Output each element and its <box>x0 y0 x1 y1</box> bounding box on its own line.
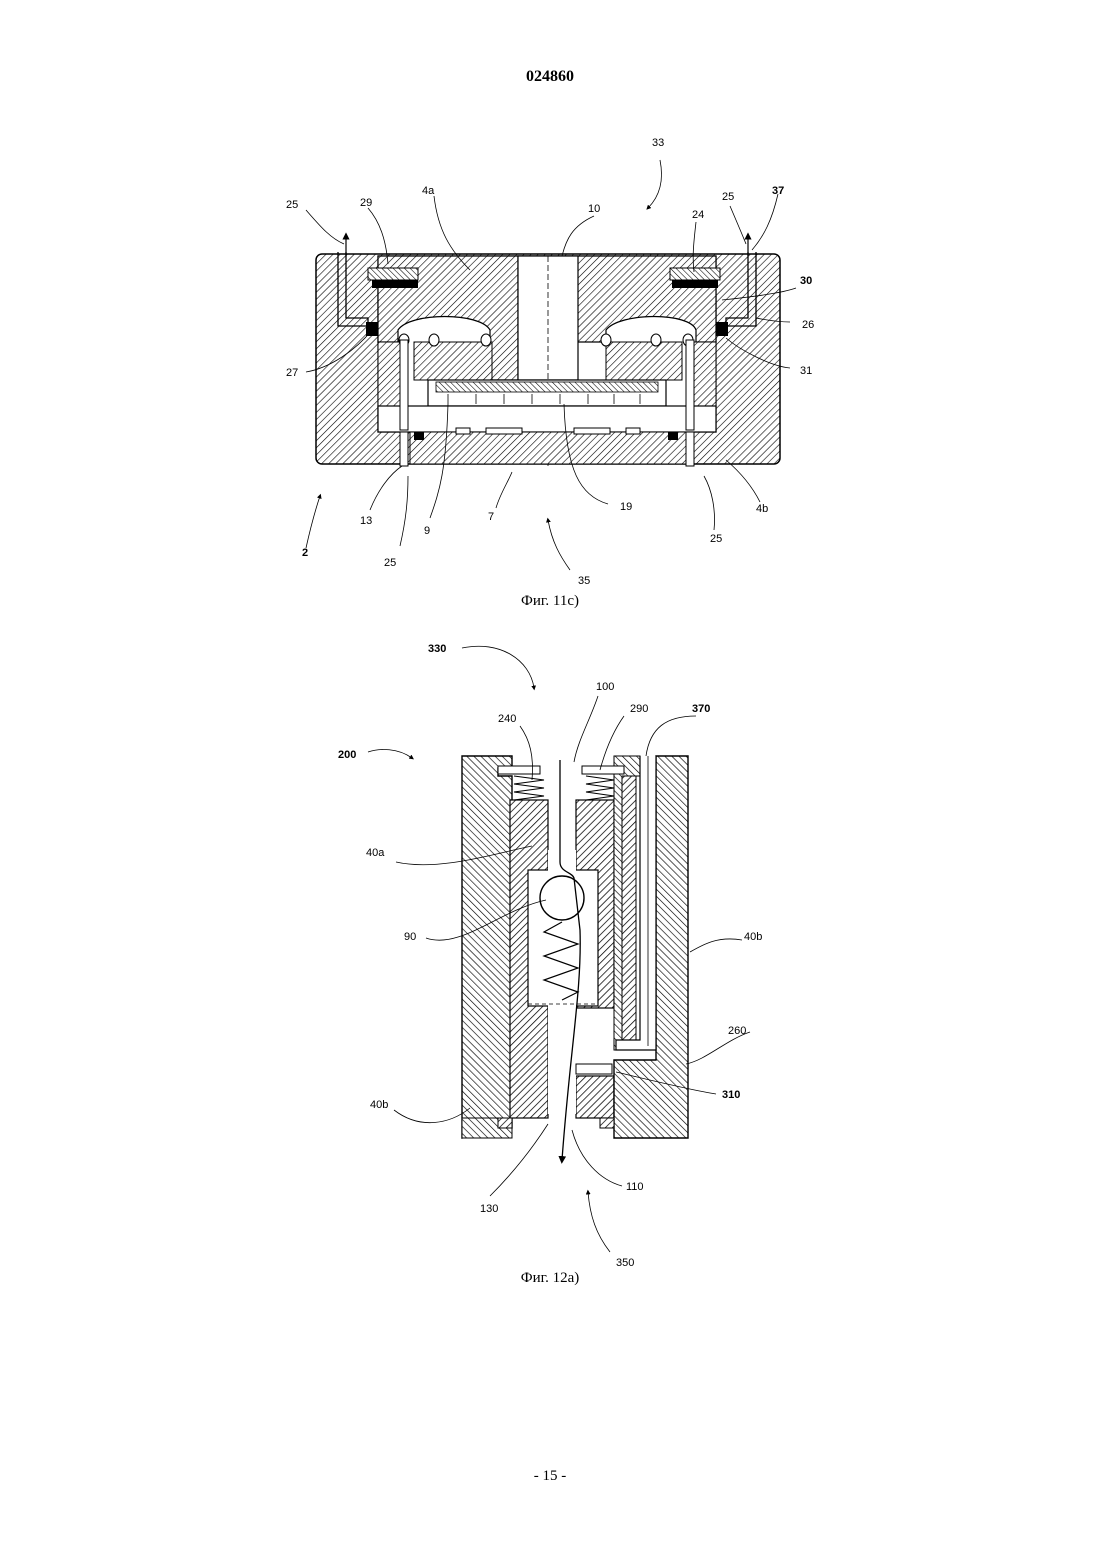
label-110: 110 <box>626 1181 644 1193</box>
outer-body-40b-left <box>462 756 512 1138</box>
label-13: 13 <box>360 515 372 527</box>
label-40b-right: 40b <box>744 931 762 943</box>
label-24: 24 <box>692 209 704 221</box>
label-240: 240 <box>498 713 516 725</box>
label-25-bottom-left: 25 <box>384 557 396 569</box>
label-290: 290 <box>630 703 648 715</box>
label-25-bottom-right: 25 <box>710 533 722 545</box>
lower-plate-7 <box>378 406 716 432</box>
label-200: 200 <box>338 749 356 761</box>
label-33: 33 <box>652 137 664 149</box>
label-310: 310 <box>722 1089 740 1101</box>
figure-12a-drawing: 330 100 240 290 370 200 40a 90 40b 260 3… <box>0 630 1100 1270</box>
label-27: 27 <box>286 367 298 379</box>
page-number: - 15 - <box>0 1468 1100 1485</box>
figure-11c-drawing: 33 10 4a 29 25 24 25 37 30 26 27 31 13 9… <box>0 120 1100 590</box>
label-90: 90 <box>404 931 416 943</box>
label-35: 35 <box>578 575 590 587</box>
label-370: 370 <box>692 703 710 715</box>
label-40a: 40a <box>366 847 385 859</box>
label-100: 100 <box>596 681 614 693</box>
label-25-top-right: 25 <box>722 191 734 203</box>
label-31: 31 <box>800 365 812 377</box>
label-7: 7 <box>488 511 494 523</box>
label-10: 10 <box>588 203 600 215</box>
label-26: 26 <box>802 319 814 331</box>
label-19: 19 <box>620 501 632 513</box>
figure-11c-caption: Фиг. 11c) <box>0 593 1100 610</box>
label-2: 2 <box>302 547 308 559</box>
label-4a: 4a <box>422 185 435 197</box>
label-25-top-left: 25 <box>286 199 298 211</box>
label-40b-left: 40b <box>370 1099 388 1111</box>
label-9: 9 <box>424 525 430 537</box>
label-350: 350 <box>616 1257 634 1269</box>
label-29: 29 <box>360 197 372 209</box>
ball-90 <box>540 876 584 920</box>
label-130: 130 <box>480 1203 498 1215</box>
label-30: 30 <box>800 275 812 287</box>
label-4b: 4b <box>756 503 768 515</box>
document-number: 024860 <box>0 68 1100 86</box>
magnet-29 <box>368 268 418 280</box>
figure-12a-caption: Фиг. 12a) <box>0 1270 1100 1287</box>
label-37: 37 <box>772 185 784 197</box>
label-260: 260 <box>728 1025 746 1037</box>
label-330: 330 <box>428 643 446 655</box>
magnet-24 <box>670 268 720 280</box>
